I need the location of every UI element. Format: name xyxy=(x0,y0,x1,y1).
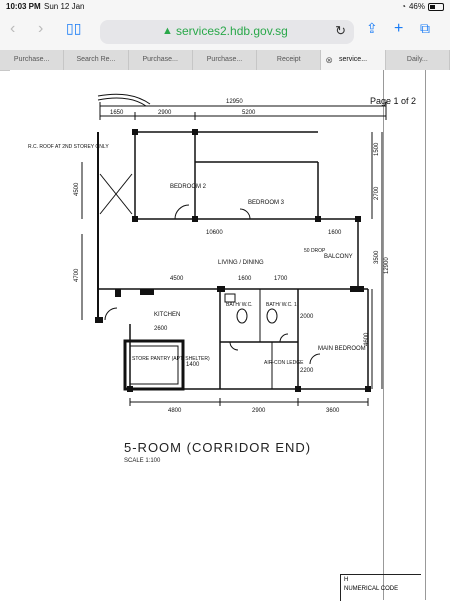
code-text: NUMERICAL CODE xyxy=(344,586,399,592)
code-header: H xyxy=(344,577,349,583)
dim-bottom-3: 3600 xyxy=(326,408,340,414)
room-label-bedroom-2: BEDROOM 2 xyxy=(170,184,207,190)
dim-mid-2: 1600 xyxy=(328,230,342,236)
step-label: 50 DROP xyxy=(304,248,326,254)
battery-percent: 46% xyxy=(408,2,425,11)
dim-misc-3: 2200 xyxy=(300,368,314,374)
margin-line xyxy=(383,70,384,600)
tab-receipt[interactable]: Receipt xyxy=(257,50,322,70)
dim-bottom-1: 4800 xyxy=(168,408,182,414)
tabs-icon[interactable]: ⧉ xyxy=(420,20,430,36)
dim-top-total: 12950 xyxy=(226,99,243,105)
room-label-kitchen: KITCHEN xyxy=(154,312,180,318)
wifi-icon: ◔ xyxy=(401,2,406,11)
dim-right-total: 12900 xyxy=(384,257,390,274)
dim-mid-1: 10600 xyxy=(206,230,223,236)
dim-misc-2: 2000 xyxy=(300,314,314,320)
share-icon[interactable]: ⇪ xyxy=(366,20,378,36)
plan-title: 5-ROOM (CORRIDOR END) xyxy=(124,440,312,455)
margin-line xyxy=(425,70,426,600)
lock-icon: ▲ xyxy=(162,25,173,37)
tab-services-active[interactable]: ⊗service... xyxy=(321,50,386,70)
room-label-store: STORE PANTRY (APT. SHELTER) xyxy=(132,356,210,362)
room-label-aircon: AIR-CON LEDGE xyxy=(264,360,304,366)
url-text: services2.hdb.gov.sg xyxy=(176,24,288,38)
new-tab-icon[interactable]: + xyxy=(394,20,404,37)
clock: 10:03 PM xyxy=(6,2,41,11)
browser-toolbar: ‹ › ▯▯ ▲ services2.hdb.gov.sg ↻ ⇪ + ⧉ xyxy=(0,14,450,50)
roof-note: R.C. ROOF AT 2ND STOREY ONLY xyxy=(28,144,109,150)
dim-mid2-1: 4500 xyxy=(170,276,184,282)
dim-right-1: 1500 xyxy=(374,142,380,156)
address-bar[interactable]: ▲ services2.hdb.gov.sg ↻ xyxy=(100,20,354,44)
bookmarks-icon[interactable]: ▯▯ xyxy=(66,20,82,36)
reload-icon[interactable]: ↻ xyxy=(335,23,346,38)
tab-daily[interactable]: Daily... xyxy=(386,50,450,70)
room-label-main-bedroom: MAIN BEDROOM xyxy=(318,346,366,352)
tab-bar: Purchase... Search Re... Purchase... Pur… xyxy=(0,50,450,71)
dim-top-3: 5200 xyxy=(242,110,256,116)
dim-right-2: 2700 xyxy=(374,186,380,200)
dim-mid2-3: 1700 xyxy=(274,276,288,282)
date: Sun 12 Jan xyxy=(44,2,85,11)
page-number: Page 1 of 2 xyxy=(370,96,417,106)
dim-right-4: 4600 xyxy=(364,332,370,346)
room-label-bath-2: BATH/ W.C. xyxy=(226,302,253,308)
tab-purchase-2[interactable]: Purchase... xyxy=(129,50,193,70)
close-tab-icon[interactable]: ⊗ xyxy=(325,55,333,65)
dim-left-2: 4700 xyxy=(74,268,80,282)
tab-purchase-1[interactable]: Purchase... xyxy=(0,50,65,70)
plan-scale: SCALE 1:100 xyxy=(124,458,161,464)
dim-right-3: 3500 xyxy=(374,250,380,264)
battery-icon xyxy=(428,2,444,11)
tab-purchase-3[interactable]: Purchase... xyxy=(193,50,258,70)
back-icon[interactable]: ‹ xyxy=(10,20,16,37)
room-label-bath-1: BATH/ W.C. 1 xyxy=(266,302,297,308)
status-icons: ◔ 46% xyxy=(401,2,444,11)
room-label-balcony: BALCONY xyxy=(324,254,353,260)
document-page xyxy=(10,70,450,600)
dim-mid2-2: 1600 xyxy=(238,276,252,282)
room-label-bedroom-3: BEDROOM 3 xyxy=(248,200,285,206)
dim-top-2: 2900 xyxy=(158,110,172,116)
numerical-code-box xyxy=(340,574,421,601)
room-label-living: LIVING / DINING xyxy=(218,260,264,266)
dim-misc-1: 2600 xyxy=(154,326,168,332)
forward-icon[interactable]: › xyxy=(38,20,44,37)
dim-top-1: 1650 xyxy=(110,110,124,116)
tab-search-results[interactable]: Search Re... xyxy=(64,50,129,70)
floor-plan-drawing: BEDROOM 2 BEDROOM 3 LIVING / DINING BALC… xyxy=(28,93,390,414)
dim-left-1: 4500 xyxy=(74,182,80,196)
dim-bottom-2: 2900 xyxy=(252,408,266,414)
dim-misc-4: 1400 xyxy=(186,362,200,368)
status-bar: 10:03 PM Sun 12 Jan ◔ 46% xyxy=(0,0,450,14)
